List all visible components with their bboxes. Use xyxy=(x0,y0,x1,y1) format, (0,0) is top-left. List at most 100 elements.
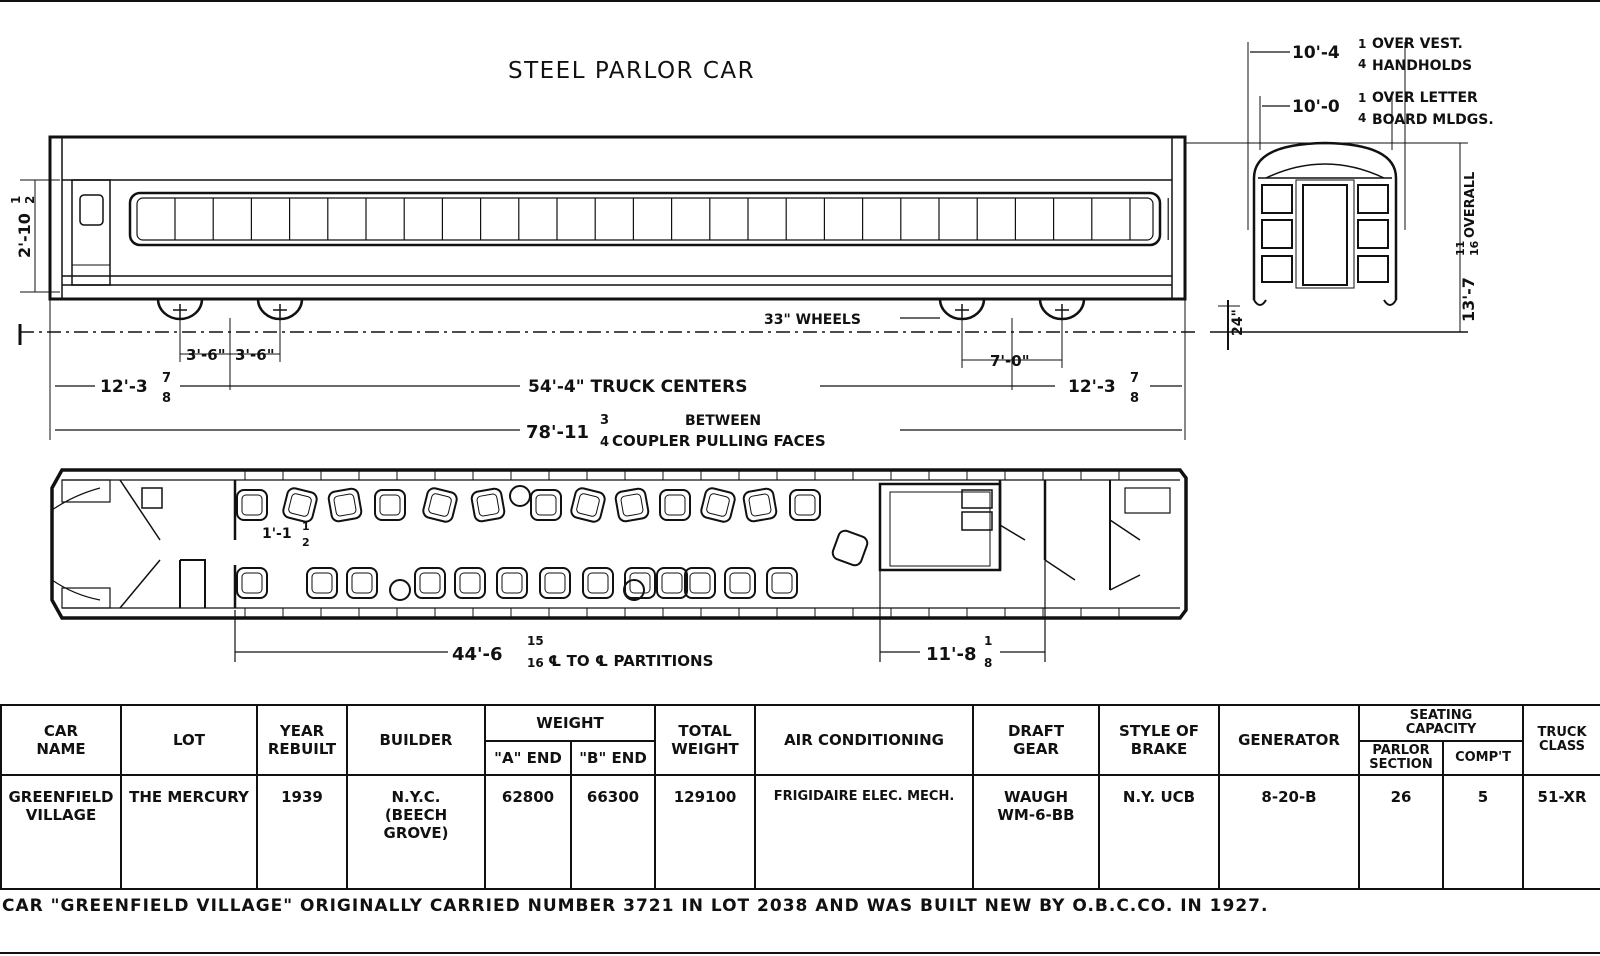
side-table xyxy=(509,485,531,507)
bottom-rule xyxy=(0,952,1600,954)
side-table xyxy=(389,579,411,601)
parlor-chair xyxy=(374,489,406,521)
overall-height: 13'-7 xyxy=(1459,277,1478,322)
end-offset-left: 12'-3 xyxy=(100,377,148,397)
partition-frac-num: 15 xyxy=(527,634,544,648)
header-lot: LOT xyxy=(120,704,258,776)
aisle-frac-den: 2 xyxy=(302,536,310,549)
cell-car-name: GREENFIELD VILLAGE xyxy=(0,774,122,890)
header-year-rebuilt: YEAR REBUILT xyxy=(256,704,348,776)
header-car-name: CAR NAME xyxy=(0,704,122,776)
parlor-chair xyxy=(327,487,363,523)
side-elevation xyxy=(48,135,1187,301)
wheels-label: 33" WHEELS xyxy=(764,312,861,328)
end-offset-right-den: 8 xyxy=(1130,391,1139,406)
overall-height-den: 16 xyxy=(1468,240,1481,256)
parlor-chair xyxy=(454,567,486,599)
header-air-conditioning: AIR CONDITIONING xyxy=(754,704,975,776)
vest-label-top: OVER VEST. xyxy=(1372,36,1463,52)
parlor-chair xyxy=(530,489,562,521)
cell-air-conditioning: FRIGIDAIRE ELEC. MECH. xyxy=(754,774,975,890)
truck-spacing-left-a: 3'-6" xyxy=(186,346,226,364)
height-label: 2'-10 xyxy=(15,213,34,258)
cell-style-of-brake: N.Y. UCB xyxy=(1098,774,1221,890)
compartment-length: 11'-8 xyxy=(926,644,977,665)
parlor-chair xyxy=(570,487,606,523)
cell-year-rebuilt: 1939 xyxy=(256,774,348,890)
cell-truck-class: 51-XR xyxy=(1522,774,1600,890)
overall-length-den: 4 xyxy=(600,435,609,450)
letter-label-bottom: BOARD MLDGS. xyxy=(1372,112,1494,128)
cell-draft-gear: WAUGH WM-6-BB xyxy=(972,774,1101,890)
parlor-chair xyxy=(684,567,716,599)
vest-label-bottom: HANDHOLDS xyxy=(1372,58,1472,74)
truck-spacing-left-b: 3'-6" xyxy=(235,346,275,364)
header-total-weight: TOTAL WEIGHT xyxy=(654,704,757,776)
parlor-chairs xyxy=(236,485,869,601)
cell-b-end: 66300 xyxy=(569,774,657,890)
car-diagram: STEEL PARLOR CAR xyxy=(0,0,1600,670)
parlor-chair xyxy=(346,567,378,599)
header-a-end: "A" END xyxy=(484,740,572,776)
between-label: BETWEEN xyxy=(685,413,761,429)
parlor-chair xyxy=(422,487,458,523)
parlor-chair xyxy=(306,567,338,599)
header-generator: GENERATOR xyxy=(1218,704,1361,776)
end-offset-right: 12'-3 xyxy=(1068,377,1116,397)
end-view xyxy=(1185,42,1468,350)
parlor-chair xyxy=(614,487,650,523)
height-frac-den: 2 xyxy=(23,196,37,204)
header-weight: WEIGHT xyxy=(483,704,657,742)
letter-width: 10'-0 xyxy=(1292,97,1340,117)
header-parlor-section: PARLOR SECTION xyxy=(1358,740,1445,776)
parlor-chair xyxy=(831,529,869,567)
parlor-chair xyxy=(282,487,318,523)
parlor-chair xyxy=(656,567,688,599)
parlor-chair xyxy=(496,567,528,599)
header-style-of-brake: STYLE OF BRAKE xyxy=(1098,704,1221,776)
partition-frac-den: 16 xyxy=(527,656,544,670)
rail-height: 24" xyxy=(1230,309,1246,336)
header-b-end: "B" END xyxy=(569,740,657,776)
coupler-label: COUPLER PULLING FACES xyxy=(612,432,826,450)
end-offset-left-den: 8 xyxy=(162,391,171,406)
letter-frac-den: 4 xyxy=(1358,111,1366,125)
height-frac-num: 1 xyxy=(9,196,23,204)
parlor-chair xyxy=(539,567,571,599)
floor-plan xyxy=(50,468,1188,620)
partition-length: 44'-6 xyxy=(452,644,503,665)
parlor-chair xyxy=(766,567,798,599)
parlor-chair xyxy=(470,487,506,523)
aisle-frac-num: 1 xyxy=(302,520,310,533)
height-dimension: 2'-10 1 2 xyxy=(9,179,60,293)
car-spec-table: CAR NAME LOT YEAR REBUILT BUILDER WEIGHT… xyxy=(0,704,1600,890)
history-note: CAR "GREENFIELD VILLAGE" ORIGINALLY CARR… xyxy=(2,896,1269,916)
truck-spacing-right: 7'-0" xyxy=(990,352,1030,370)
parlor-chair xyxy=(582,567,614,599)
parlor-chair xyxy=(236,489,268,521)
parlor-chair xyxy=(414,567,446,599)
floor-window-ticks xyxy=(244,470,1120,618)
end-offset-right-num: 7 xyxy=(1130,371,1139,386)
parlor-chair xyxy=(742,487,778,523)
aisle-label: 1'-1 xyxy=(262,526,292,542)
header-compt: COMP'T xyxy=(1442,740,1525,776)
header-builder: BUILDER xyxy=(346,704,486,776)
cell-lot: THE MERCURY xyxy=(120,774,258,890)
vest-width: 10'-4 xyxy=(1292,43,1340,63)
overall-length-num: 3 xyxy=(600,413,609,428)
letter-frac-num: 1 xyxy=(1358,91,1366,105)
parlor-chair xyxy=(236,567,268,599)
header-truck-class: TRUCK CLASS xyxy=(1522,704,1600,776)
partition-dimension xyxy=(234,560,1046,662)
partition-label: ℄ TO ℄ PARTITIONS xyxy=(548,652,713,670)
vest-frac-den: 4 xyxy=(1358,57,1366,71)
vest-frac-num: 1 xyxy=(1358,37,1366,51)
side-table xyxy=(623,579,645,601)
overall-height-num: 11 xyxy=(1454,241,1467,256)
diagram-title: STEEL PARLOR CAR xyxy=(508,58,755,84)
truck-centers: 54'-4" TRUCK CENTERS xyxy=(528,377,747,397)
overall-length: 78'-11 xyxy=(526,422,589,443)
truck-spacing-dimensions xyxy=(180,353,1062,361)
overall-label: OVERALL xyxy=(1463,172,1478,238)
